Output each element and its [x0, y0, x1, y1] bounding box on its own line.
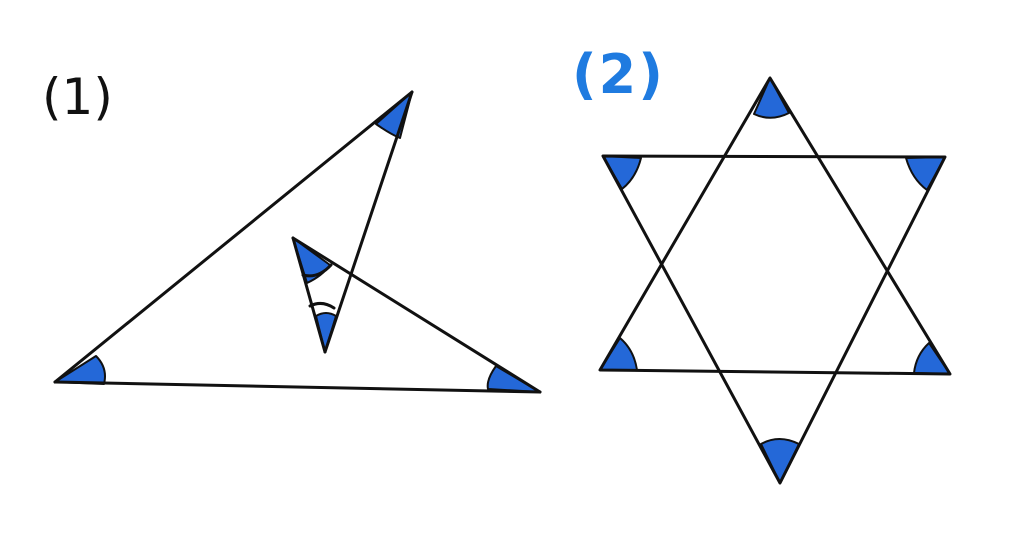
- angle-mark-top: [375, 91, 413, 139]
- star-angle-lower-left: [599, 337, 638, 371]
- star-angle-top: [753, 77, 790, 119]
- edge-bottom: [53, 380, 542, 394]
- star-angle-upper-left: [602, 155, 642, 190]
- figure-2-label: (2): [572, 43, 665, 106]
- edge-left-long: [53, 90, 414, 384]
- edge-inner-right: [291, 236, 542, 394]
- inner-arc-lower: [308, 301, 336, 310]
- star-angle-lower-right: [913, 342, 951, 375]
- figure-1-label: (1): [42, 68, 113, 126]
- figure-2: [598, 76, 952, 485]
- inner-arc-upper: [301, 263, 333, 278]
- figure-1: [53, 90, 542, 394]
- edge-inner-left: [291, 236, 327, 354]
- star-angle-upper-right: [905, 156, 946, 191]
- star-triangle-up: [598, 76, 952, 376]
- star-triangle-down: [601, 154, 947, 485]
- edge-top-to-inner: [323, 90, 414, 354]
